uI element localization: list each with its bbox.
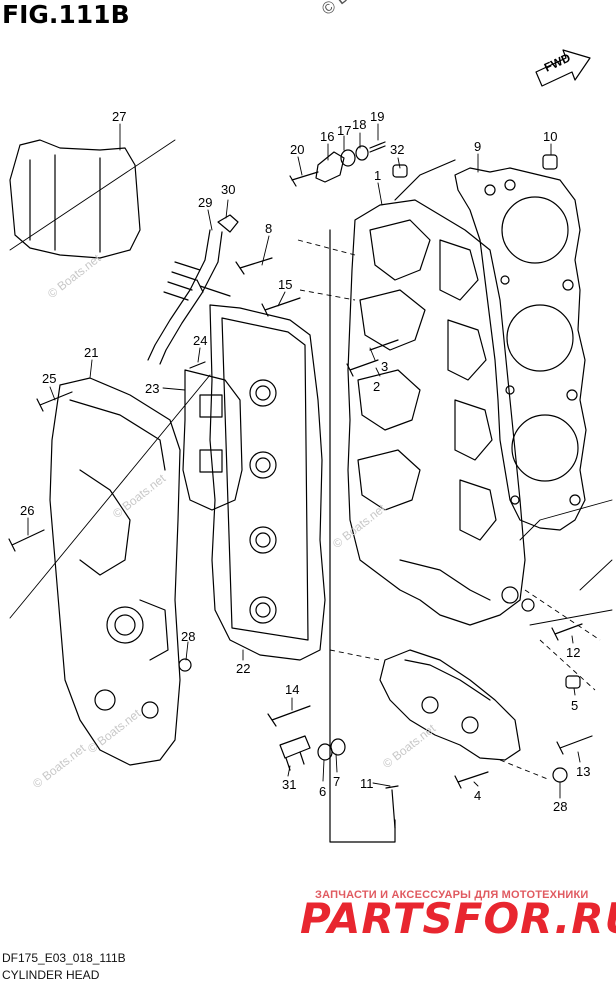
- head-gasket: [454, 167, 587, 531]
- callout-21: 21: [84, 345, 99, 360]
- bolt-26: [8, 529, 45, 552]
- cover-27: [9, 139, 141, 259]
- callout-19: 19: [370, 109, 385, 124]
- callout-5: 5: [571, 698, 579, 713]
- bolt-25: [36, 391, 73, 412]
- callout-12: 12: [566, 645, 581, 660]
- gasket-bore-3: [511, 414, 579, 482]
- plate-23: [182, 369, 243, 511]
- plug-28a: [178, 658, 192, 672]
- cam-housing: [379, 649, 521, 761]
- bolt-3: [369, 339, 399, 351]
- callout-23: 23: [145, 381, 160, 396]
- callout-15: 15: [278, 277, 293, 292]
- callout-11: 11: [360, 776, 374, 791]
- callout-10: 10: [543, 129, 558, 144]
- breather-hose: [147, 229, 223, 365]
- pin-32: [392, 164, 408, 178]
- bolt-4: [454, 771, 489, 789]
- bolt-12: [551, 623, 583, 641]
- callout-16: 16: [320, 129, 335, 144]
- diagram-code: DF175_E03_018_111B: [2, 951, 126, 965]
- callout-31: 31: [282, 777, 297, 792]
- pin-10: [542, 154, 558, 170]
- callout-29: 29: [198, 195, 213, 210]
- pin-5: [565, 675, 581, 689]
- callout-25: 25: [42, 371, 57, 386]
- callout-26: 26: [20, 503, 35, 518]
- diagram-name: CYLINDER HEAD: [2, 968, 100, 982]
- clip-30: [217, 214, 239, 233]
- bolt-24: [189, 361, 206, 369]
- callout-4: 4: [474, 788, 482, 803]
- bolt-13: [556, 735, 593, 755]
- cylinder-head-body: [347, 199, 526, 626]
- callout-17: 17: [337, 123, 352, 138]
- gasket-bore-1: [501, 196, 569, 264]
- callout-13: 13: [576, 764, 591, 779]
- callout-24: 24: [193, 333, 208, 348]
- cover-gasket: [209, 304, 326, 661]
- callout-2: 2: [373, 379, 381, 394]
- oring-7: [330, 738, 346, 756]
- bolt-14: [267, 705, 311, 727]
- callout-8: 8: [265, 221, 273, 236]
- callout-18: 18: [352, 117, 367, 132]
- valve-cover: [49, 377, 181, 766]
- callout-7: 7: [333, 774, 341, 789]
- brand-logo[interactable]: PARTSFOR.RU: [300, 894, 616, 943]
- callout-28-top: 28: [181, 629, 196, 644]
- callout-3: 3: [381, 359, 389, 374]
- callout-30: 30: [221, 182, 236, 197]
- callout-20: 20: [290, 142, 305, 157]
- figure-title: FIG.111B: [2, 0, 130, 29]
- bolt-20: [289, 171, 319, 187]
- plug-28b: [552, 767, 568, 783]
- callout-6: 6: [319, 784, 327, 799]
- cap-16: [315, 151, 345, 183]
- bolt-11: [385, 785, 399, 829]
- callout-9: 9: [474, 139, 482, 154]
- bolt-2: [346, 359, 379, 377]
- bolt-8: [235, 257, 273, 275]
- leader-lines: [9, 123, 613, 799]
- callout-22: 22: [236, 661, 251, 676]
- callout-27: 27: [112, 109, 127, 124]
- callout-28-bottom: 28: [553, 799, 568, 814]
- sensor-31: [279, 735, 311, 771]
- fwd-arrow: [535, 49, 591, 87]
- callout-1: 1: [374, 168, 382, 183]
- callout-14: 14: [285, 682, 300, 697]
- gasket-bore-2: [506, 304, 574, 372]
- callout-32: 32: [390, 142, 405, 157]
- brand-tagline: ЗАПЧАСТИ И АКСЕССУАРЫ ДЛЯ МОТОТЕХНИКИ: [315, 889, 589, 901]
- bolt-15: [261, 297, 301, 317]
